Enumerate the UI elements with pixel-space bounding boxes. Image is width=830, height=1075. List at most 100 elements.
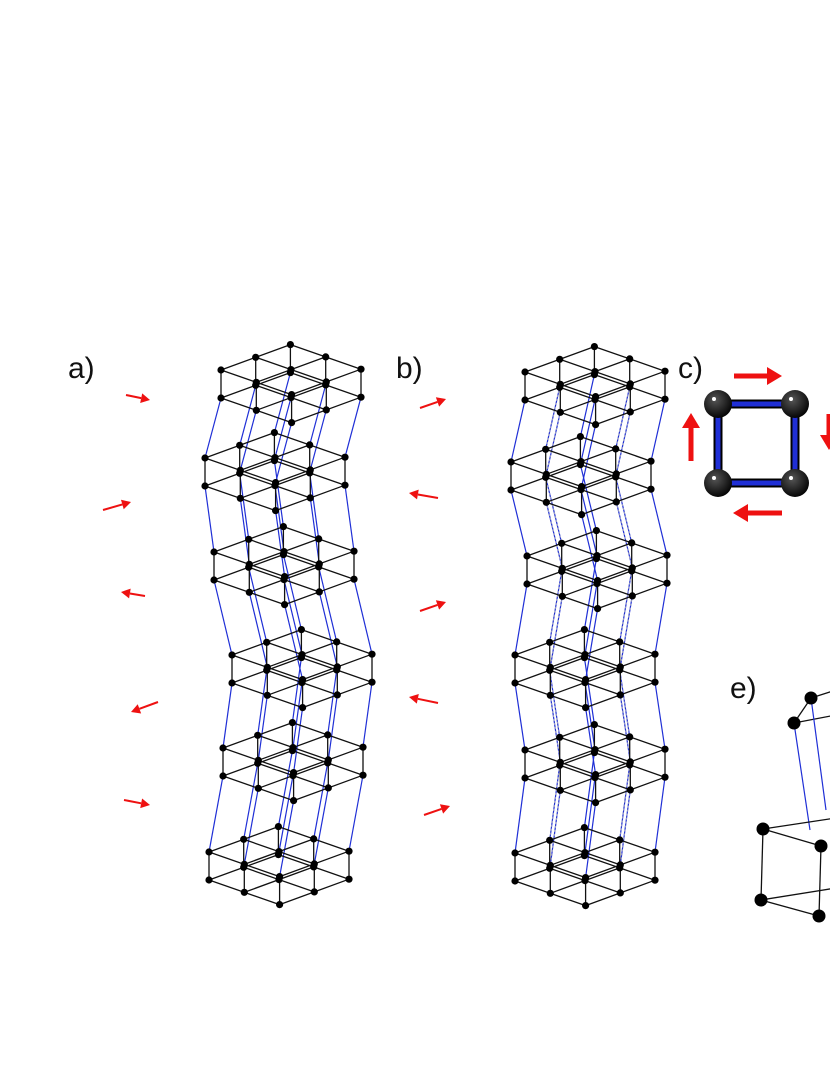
atom <box>274 851 282 859</box>
atom <box>254 759 262 767</box>
guide-line <box>615 386 631 449</box>
atom <box>626 733 634 741</box>
atom <box>581 679 589 687</box>
inter-layer-bonds <box>204 372 373 877</box>
inter-layer-bond <box>514 777 526 854</box>
inter-layer-bond <box>208 775 224 853</box>
inter-layer-bond <box>793 722 811 831</box>
lattice-slab <box>521 721 669 807</box>
atom <box>616 836 624 844</box>
atom <box>205 848 213 856</box>
atom <box>359 771 367 779</box>
atom <box>270 457 278 465</box>
atom <box>245 535 253 543</box>
atom <box>556 733 564 741</box>
atom <box>368 678 376 686</box>
arrow-head <box>409 693 419 704</box>
inter-layer-bond <box>579 464 597 531</box>
atom <box>661 745 669 753</box>
inter-layer-bond <box>274 397 292 458</box>
force-arrows <box>102 393 159 809</box>
arrow-shaft <box>125 394 142 400</box>
atom <box>217 366 225 374</box>
inter-layer-bond <box>313 787 329 865</box>
atom <box>228 651 236 659</box>
atom <box>590 721 599 729</box>
force-arrow-2 <box>102 499 131 511</box>
atom <box>592 421 600 429</box>
atom <box>341 481 349 489</box>
atom <box>542 498 550 506</box>
lattice-slab <box>523 527 671 613</box>
inter-layer-bond <box>243 788 259 865</box>
atom <box>245 563 253 571</box>
inter-layer-bond <box>581 424 597 487</box>
plane-bond <box>762 828 822 847</box>
inter-layer-bond <box>313 762 329 840</box>
atom <box>590 343 599 351</box>
atom <box>245 588 253 596</box>
atom <box>616 864 624 872</box>
atom <box>546 691 554 699</box>
guide-line <box>619 789 631 865</box>
atom <box>350 575 358 583</box>
atom <box>511 877 519 885</box>
atom <box>546 836 554 844</box>
plane-bond <box>762 818 830 830</box>
atom <box>521 396 529 404</box>
inter-layer-bond <box>583 752 595 828</box>
atom <box>647 457 655 465</box>
inter-layer-bond <box>583 558 597 630</box>
atom <box>612 445 620 453</box>
panel-label-b: b) <box>396 352 423 385</box>
force-arrow-1 <box>419 397 446 409</box>
atom <box>357 365 365 373</box>
atom <box>590 749 599 757</box>
inter-layer-bond <box>204 397 222 459</box>
atom <box>359 743 367 751</box>
atom <box>590 371 599 379</box>
panel-label-a: a) <box>68 352 95 385</box>
atom <box>279 523 287 531</box>
lattice-slab <box>521 343 669 429</box>
atom <box>297 626 305 634</box>
guide-line <box>619 595 633 667</box>
inter-layer-bond <box>309 472 320 539</box>
inter-layer-bond <box>318 591 338 668</box>
inter-layer-bond <box>222 682 233 749</box>
atom <box>205 876 213 884</box>
atom <box>324 731 332 739</box>
atom <box>263 666 271 674</box>
inter-layer-bond <box>650 489 668 556</box>
atom <box>651 650 659 658</box>
inter-layer-bond <box>239 473 250 540</box>
atom <box>787 716 801 730</box>
atom <box>626 408 634 416</box>
guide-line <box>615 411 631 474</box>
atom-highlight <box>712 397 716 401</box>
atom <box>511 849 519 857</box>
inter-layer-bond <box>243 763 259 840</box>
atom <box>616 638 624 646</box>
guide-line <box>549 790 561 866</box>
atom <box>252 381 260 389</box>
inter-layer-bond <box>510 489 528 557</box>
atom <box>542 445 550 453</box>
atom <box>628 539 636 547</box>
inter-layer-bond <box>580 489 598 556</box>
atom <box>240 888 248 896</box>
guide-line <box>619 669 631 737</box>
force-arrow-3 <box>419 600 446 612</box>
atom <box>521 368 529 376</box>
atom <box>281 601 289 609</box>
inter-layer-bond <box>292 682 303 748</box>
atom <box>276 901 284 909</box>
arrow-shaft <box>129 592 146 597</box>
atom <box>270 429 278 437</box>
shear-arrow-left <box>682 413 700 461</box>
arrow-shaft <box>123 799 142 805</box>
inter-layer-bond <box>239 410 257 471</box>
arrow-head <box>435 600 446 610</box>
atom <box>357 393 365 401</box>
